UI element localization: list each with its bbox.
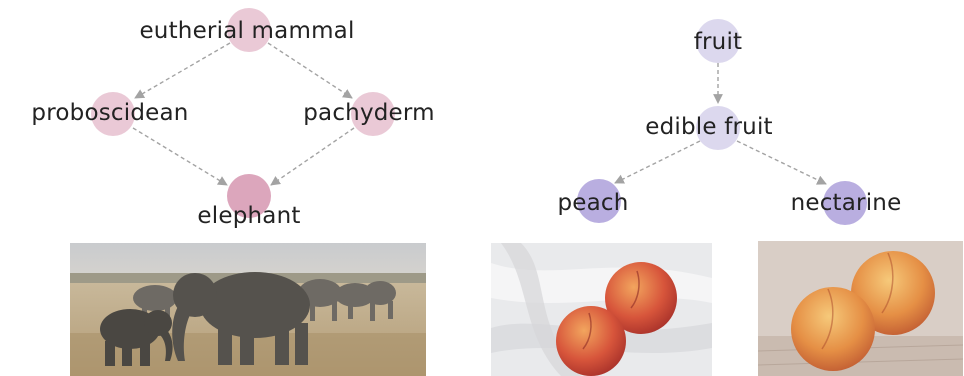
label-peach: peach: [557, 190, 628, 216]
elephant-photo: [70, 243, 426, 376]
label-nectarine: nectarine: [791, 190, 902, 216]
edge-eutherial-pachyderm: [268, 43, 352, 98]
edge-eutherial-proboscidean: [135, 43, 230, 98]
label-edible: edible fruit: [645, 114, 773, 140]
edge-edible-nectarine: [737, 141, 826, 184]
label-eutherial: eutherial mammal: [139, 18, 354, 44]
label-elephant: elephant: [197, 203, 300, 229]
nectarine-photo: [758, 241, 963, 376]
label-pachyderm: pachyderm: [303, 100, 435, 126]
edge-pachyderm-elephant: [271, 128, 354, 185]
label-proboscidean: proboscidean: [31, 100, 188, 126]
edge-edible-peach: [615, 141, 700, 183]
edge-proboscidean-elephant: [133, 128, 227, 185]
label-fruit: fruit: [694, 29, 743, 55]
peach-photo: [491, 243, 712, 376]
